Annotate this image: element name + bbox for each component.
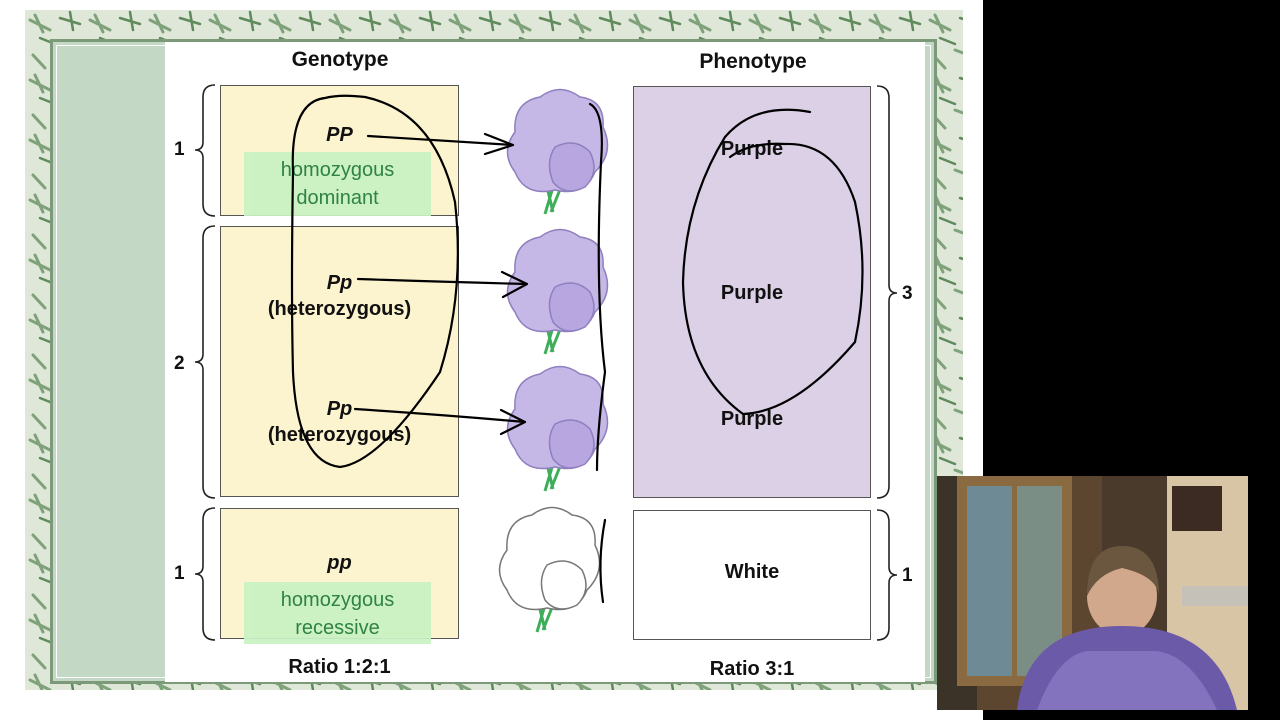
phenotype-box-white — [633, 510, 871, 640]
handdrawn-bracket-white — [599, 518, 607, 604]
brace-right-purple — [876, 85, 898, 499]
genotype-desc-heterozygous-2: (heterozygous) — [267, 424, 412, 446]
handdrawn-loop-phenotypes — [681, 108, 864, 416]
highlight-dominant-line1: homozygous — [280, 159, 395, 181]
phenotype-label-purple-2: Purple — [720, 282, 784, 304]
count-label-PP: 1 — [174, 139, 185, 160]
flower-purple-1 — [506, 88, 609, 215]
genotype-label-Pp-2: Pp — [326, 398, 353, 420]
webcam-video — [937, 476, 1248, 710]
highlight-dominant-line2: dominant — [296, 187, 379, 209]
brace-left-3 — [194, 507, 216, 641]
genotype-label-Pp-1: Pp — [326, 272, 353, 294]
flower-purple-3 — [506, 365, 609, 492]
count-label-white-total: 1 — [902, 565, 913, 586]
handdrawn-bracket-purple — [588, 102, 607, 472]
phenotype-label-purple-3: Purple — [720, 408, 784, 430]
count-label-heterozygous: 2 — [174, 353, 185, 374]
count-label-purple-total: 3 — [902, 283, 913, 304]
genotype-label-PP: PP — [326, 124, 353, 146]
phenotype-box-purple — [633, 86, 871, 498]
handdrawn-loop-genotypes — [290, 94, 459, 469]
brace-left-2 — [194, 225, 216, 499]
brace-right-white — [876, 509, 898, 641]
genotype-ratio: Ratio 1:2:1 — [288, 656, 391, 678]
phenotype-header: Phenotype — [699, 50, 807, 73]
handdrawn-annotations — [290, 94, 864, 604]
brace-left-1 — [194, 84, 216, 217]
handdrawn-arrow-2 — [356, 270, 529, 299]
genotype-box-heterozygous — [220, 226, 459, 497]
punnett-result-figure: Genotype Phenotype PP Pp (heterozygous) … — [165, 42, 925, 682]
handdrawn-arrow-1 — [366, 132, 515, 156]
handdrawn-arrow-3 — [353, 407, 527, 436]
genotype-label-pp: pp — [327, 552, 352, 574]
webcam-presenter-image — [937, 476, 1248, 710]
genotype-desc-heterozygous-1: (heterozygous) — [267, 298, 412, 320]
highlight-homozygous-recessive: homozygous recessive — [244, 582, 431, 644]
figure-graphics — [194, 84, 898, 641]
flower-purple-2 — [506, 228, 609, 355]
slide-area: Genotype Phenotype PP Pp (heterozygous) … — [0, 0, 983, 720]
highlight-recessive-line2: recessive — [295, 617, 380, 639]
phenotype-label-white: White — [724, 561, 780, 583]
flower-white — [498, 506, 601, 633]
count-label-pp: 1 — [174, 563, 185, 584]
highlight-homozygous-dominant: homozygous dominant — [244, 152, 431, 216]
genotype-header: Genotype — [291, 48, 389, 71]
phenotype-ratio: Ratio 3:1 — [709, 658, 795, 680]
highlight-recessive-line1: homozygous — [280, 589, 395, 611]
